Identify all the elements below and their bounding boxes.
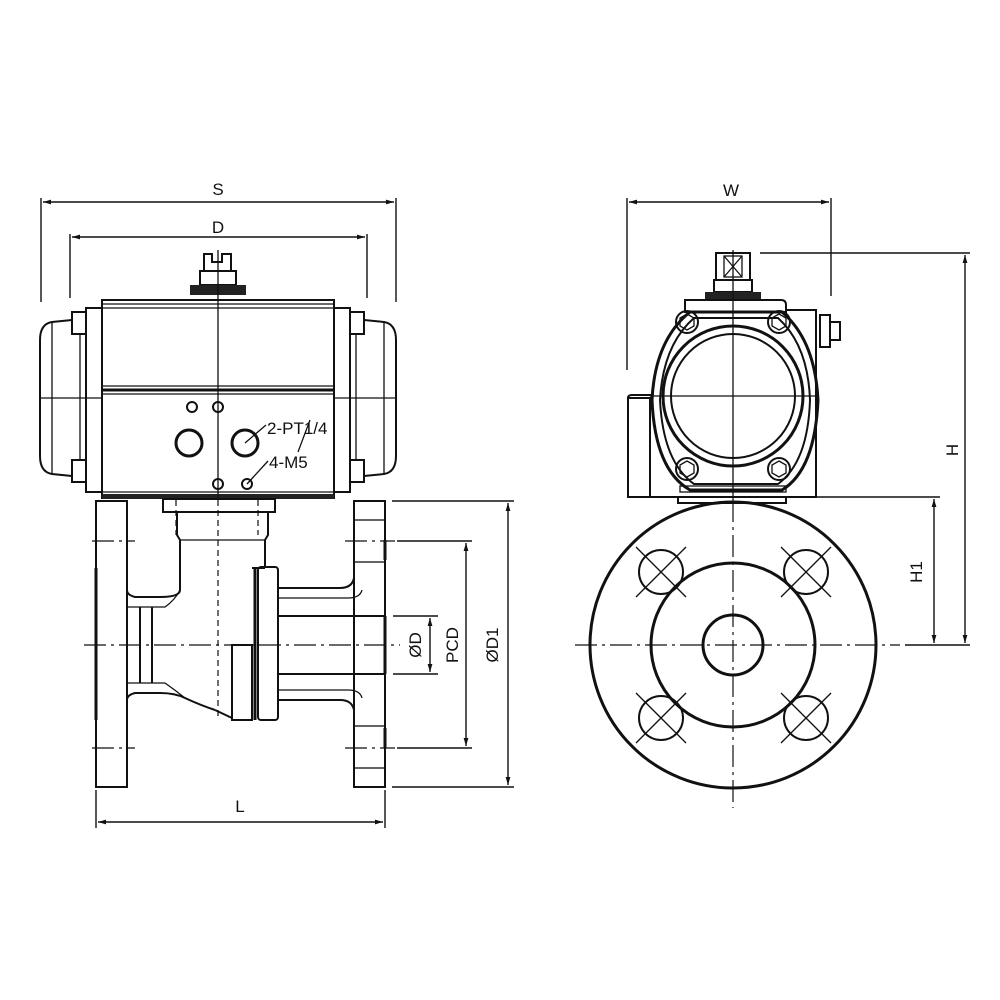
- bolt-icon: [767, 457, 791, 481]
- front-view: S D: [39, 180, 514, 828]
- side-flange: [575, 500, 900, 808]
- dimension-label-flange-diameter: ØD1: [483, 628, 502, 663]
- mount-hole-icon: [212, 401, 224, 413]
- bolt-icon: [675, 310, 699, 334]
- bolt-hole-icon: [635, 546, 687, 598]
- dimension-label-h1: H1: [907, 561, 926, 583]
- side-actuator: [627, 250, 841, 504]
- bolt-hole-icon: [635, 692, 687, 744]
- annotation-air-ports: 2-PT1/4: [267, 419, 327, 438]
- dimension-label-l: L: [235, 797, 244, 816]
- dimension-bore: ØD: [393, 615, 438, 675]
- actuator-body: 2-PT1/4 4-M5: [39, 250, 397, 500]
- dimension-s: S: [40, 180, 397, 302]
- bolt-icon: [675, 457, 699, 481]
- mount-hole-icon: [212, 478, 224, 490]
- bolt-icon: [767, 310, 791, 334]
- side-view: W: [575, 181, 970, 808]
- mount-hole-icon: [186, 401, 198, 413]
- dimension-label-s: S: [212, 180, 223, 199]
- annotation-mount-threads: 4-M5: [269, 453, 308, 472]
- dimension-pcd: PCD: [397, 540, 472, 749]
- dimension-w: W: [626, 181, 832, 370]
- dimension-label-h: H: [943, 444, 962, 456]
- dimension-flange-diameter: ØD1: [392, 500, 514, 788]
- dimension-label-bore: ØD: [406, 632, 425, 658]
- air-port-icon: [230, 428, 260, 458]
- mount-hole-icon: [241, 478, 253, 490]
- air-port-icon: [174, 428, 204, 458]
- dimension-h1: H1: [808, 496, 970, 646]
- dimension-l: L: [95, 790, 386, 828]
- valve-body: [84, 498, 400, 788]
- bolt-hole-icon: [780, 546, 832, 598]
- dimension-label-d: D: [212, 218, 224, 237]
- bolt-hole-icon: [780, 692, 832, 744]
- dimension-h: H: [760, 252, 970, 643]
- dimension-label-pcd: PCD: [443, 627, 462, 663]
- dimension-label-w: W: [723, 181, 739, 200]
- dimension-d: D: [69, 218, 368, 298]
